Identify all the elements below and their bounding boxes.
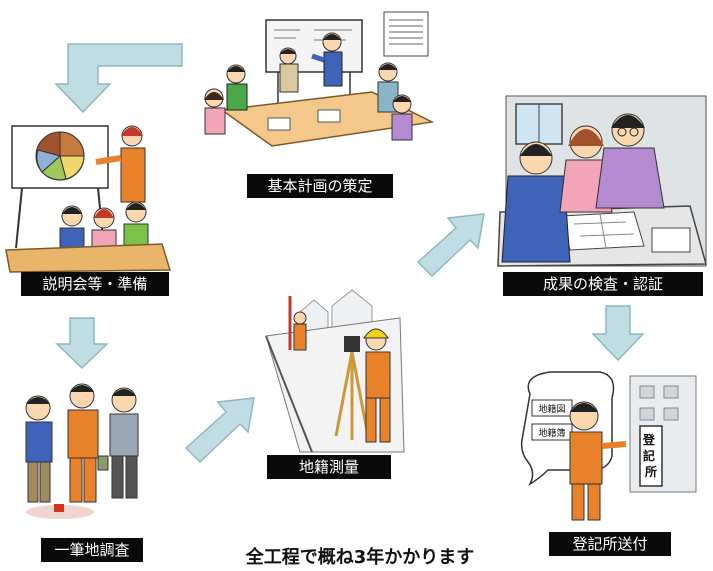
registry-char-3: 所 [645, 464, 657, 479]
registry-illustration [520, 371, 697, 521]
meeting-illustration [204, 11, 435, 147]
step-label-registry: 登記所送付 [549, 532, 671, 556]
parcel-survey-illustration [25, 383, 139, 519]
step-label-briefing: 説明会等・準備 [21, 272, 169, 296]
registry-char-1: 登 [642, 432, 656, 447]
registry-char-2: 記 [643, 448, 655, 463]
inspection-illustration [497, 95, 707, 267]
step-label-inspection: 成果の検査・認証 [503, 272, 703, 296]
step-label-cadastral-survey: 地籍測量 [267, 455, 391, 479]
arrow-top-left [54, 43, 183, 114]
arrow-down-left [55, 317, 109, 370]
step-label-basic-plan: 基本計画の策定 [247, 174, 393, 198]
arrow-down-right [591, 305, 645, 362]
arrow-up-right-upper [416, 213, 485, 278]
flow-arrows [54, 43, 645, 464]
step-label-parcel-survey: 一筆地調査 [41, 538, 143, 562]
map-sign-text: 地籍図 [538, 403, 565, 415]
registry-board-text: 登 記 所 [642, 432, 659, 479]
arrow-up-right-lower [184, 397, 255, 464]
book-sign-text: 地籍簿 [538, 427, 565, 439]
duration-note: 全工程で概ね3年かかります [245, 547, 475, 568]
briefing-illustration [5, 125, 172, 273]
survey-illustration [265, 289, 405, 453]
